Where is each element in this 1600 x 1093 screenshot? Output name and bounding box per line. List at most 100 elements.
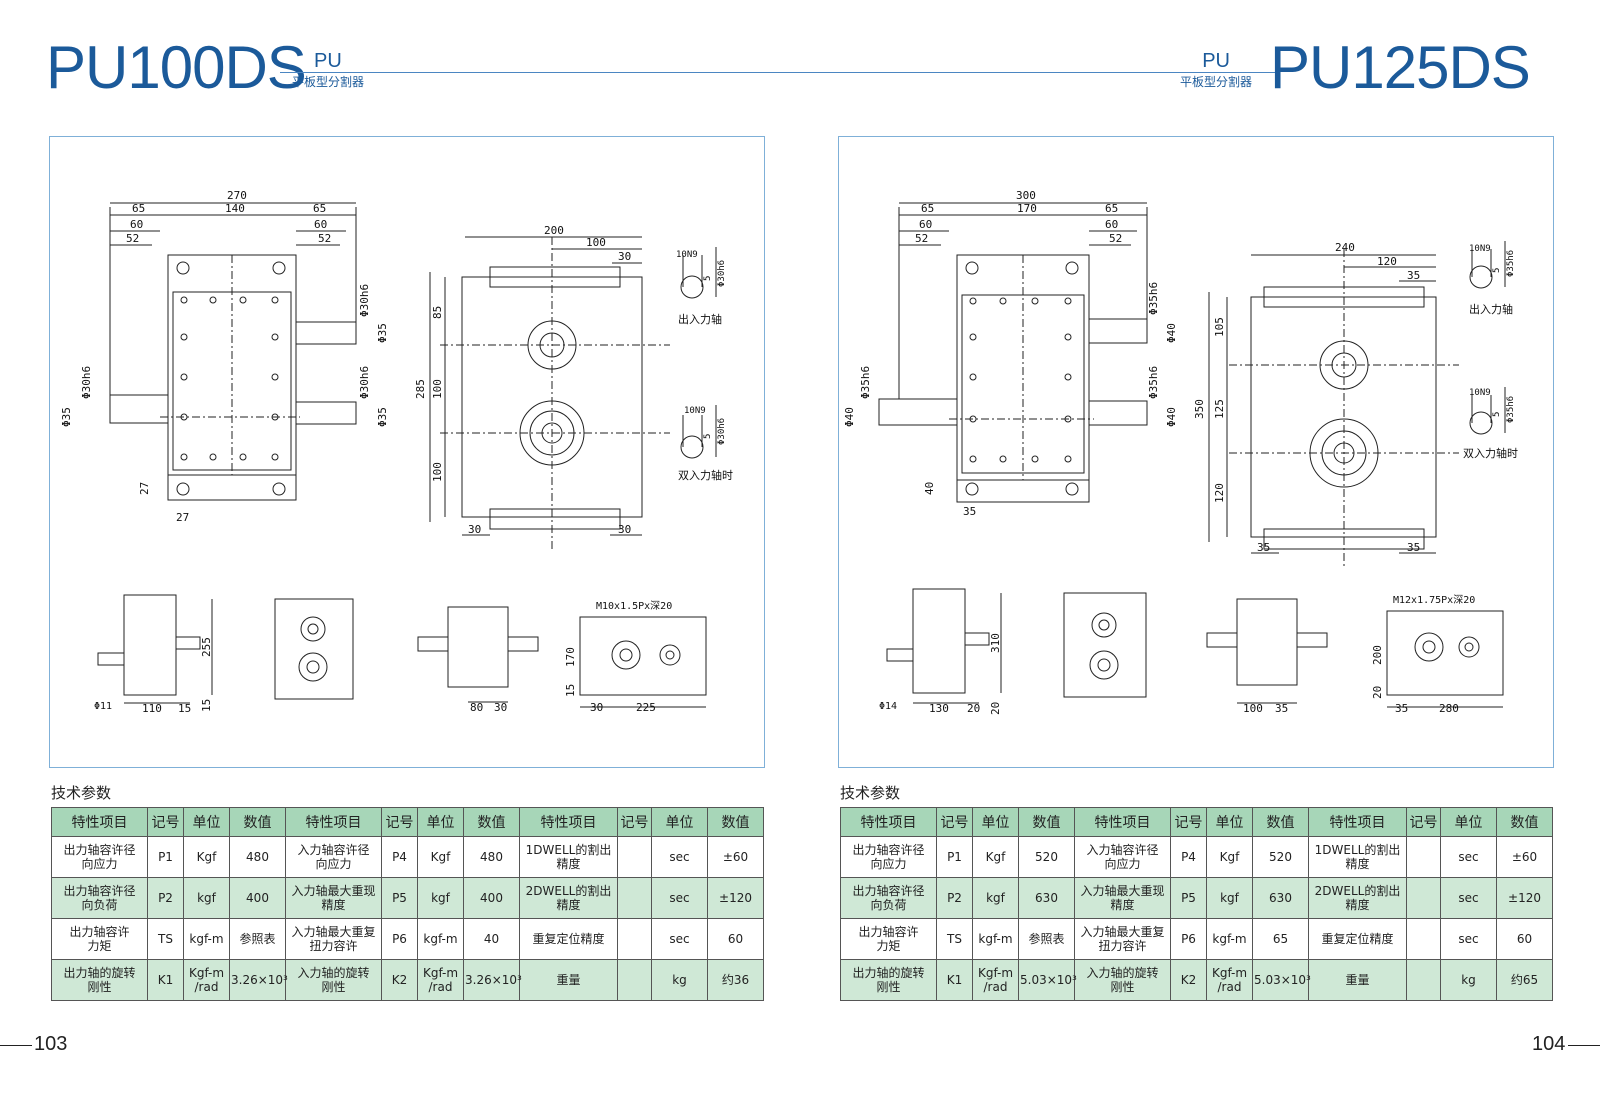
table-cell: 入力轴的旋转 刚性 bbox=[1074, 959, 1171, 1001]
table-cell bbox=[1406, 959, 1441, 1001]
table-cell: K1 bbox=[936, 959, 973, 1001]
table-header-cell: 特性项目 bbox=[840, 807, 937, 837]
table-header-cell: 记号 bbox=[1406, 807, 1441, 837]
table-cell: 60 bbox=[707, 918, 764, 960]
table-cell: P5 bbox=[1170, 877, 1207, 919]
table-header-cell: 记号 bbox=[617, 807, 652, 837]
table-cell: sec bbox=[1440, 836, 1497, 878]
table-cell: 40 bbox=[463, 918, 520, 960]
table-cell: Kgf-m /rad bbox=[183, 959, 230, 1001]
table-header-row: 特性项目记号单位数值特性项目记号单位数值特性项目记号单位数值 bbox=[840, 807, 1553, 837]
table-cell: TS bbox=[147, 918, 184, 960]
table-header-cell: 数值 bbox=[463, 807, 520, 837]
table-cell: kgf-m bbox=[417, 918, 464, 960]
table-cell: 入力轴的旋转 刚性 bbox=[285, 959, 382, 1001]
right-spec-table: 特性项目记号单位数值特性项目记号单位数值特性项目记号单位数值 出力轴容许径 向应… bbox=[840, 807, 1553, 1001]
table-cell: 入力轴最大重复 扭力容许 bbox=[285, 918, 382, 960]
table-header-cell: 特性项目 bbox=[1074, 807, 1171, 837]
table-cell: 400 bbox=[463, 877, 520, 919]
table-header-cell: 记号 bbox=[381, 807, 418, 837]
table-header-cell: 数值 bbox=[707, 807, 764, 837]
table-header-cell: 特性项目 bbox=[285, 807, 382, 837]
table-cell: 400 bbox=[229, 877, 286, 919]
table-cell: K1 bbox=[147, 959, 184, 1001]
table-cell: ±60 bbox=[1496, 836, 1553, 878]
table-cell: P2 bbox=[147, 877, 184, 919]
table-header-cell: 记号 bbox=[936, 807, 973, 837]
table-cell: P4 bbox=[381, 836, 418, 878]
table-header-cell: 单位 bbox=[651, 807, 708, 837]
left-page-number: 103 bbox=[34, 1033, 68, 1055]
table-cell: 520 bbox=[1018, 836, 1075, 878]
left-model-title: PU100DS bbox=[46, 34, 307, 101]
table-cell: 入力轴最大重复 扭力容许 bbox=[1074, 918, 1171, 960]
table-cell: kg bbox=[1440, 959, 1497, 1001]
table-cell: 入力轴最大重现 精度 bbox=[1074, 877, 1171, 919]
table-cell: sec bbox=[651, 877, 708, 919]
table-cell: 重复定位精度 bbox=[519, 918, 618, 960]
left-series-label: PU 平板型分割器 bbox=[292, 50, 364, 90]
table-header-cell: 特性项目 bbox=[51, 807, 148, 837]
table-cell: 参照表 bbox=[229, 918, 286, 960]
table-cell: P6 bbox=[1170, 918, 1207, 960]
table-cell: 1DWELL的割出 精度 bbox=[519, 836, 618, 878]
right-series-code: PU bbox=[1202, 50, 1231, 72]
table-cell: kgf bbox=[417, 877, 464, 919]
right-page-number: 104 bbox=[1532, 1033, 1566, 1055]
table-cell: 3.26×10³ bbox=[229, 959, 288, 1001]
table-cell: 630 bbox=[1252, 877, 1309, 919]
header-rule bbox=[280, 72, 1280, 73]
table-cell: kgf bbox=[183, 877, 230, 919]
table-cell: 出力轴容许径 向应力 bbox=[51, 836, 148, 878]
table-cell bbox=[1406, 836, 1441, 878]
table-cell: P1 bbox=[147, 836, 184, 878]
table-cell: kgf bbox=[1206, 877, 1253, 919]
table-cell: kgf-m bbox=[1206, 918, 1253, 960]
left-page-rule bbox=[0, 1045, 32, 1046]
table-cell: kgf-m bbox=[972, 918, 1019, 960]
table-cell bbox=[1406, 877, 1441, 919]
table-cell: sec bbox=[651, 836, 708, 878]
table-cell bbox=[617, 877, 652, 919]
table-cell: K2 bbox=[381, 959, 418, 1001]
bolt-holes bbox=[180, 296, 279, 461]
table-cell bbox=[617, 836, 652, 878]
table-cell: 出力轴的旋转 刚性 bbox=[51, 959, 148, 1001]
left-drawing-frame: 270 65 140 65 60 52 60 52 Φ30h6 Φ35 Φ30h… bbox=[49, 136, 765, 768]
table-cell: ±60 bbox=[707, 836, 764, 878]
table-cell: 重量 bbox=[1308, 959, 1407, 1001]
table-cell bbox=[617, 918, 652, 960]
table-cell: P4 bbox=[1170, 836, 1207, 878]
bottom-view-1 bbox=[123, 594, 177, 696]
table-cell: P6 bbox=[381, 918, 418, 960]
bottom-view-3 bbox=[447, 606, 509, 688]
table-cell: 出力轴容许 力矩 bbox=[840, 918, 937, 960]
left-spec-table: 特性项目记号单位数值特性项目记号单位数值特性项目记号单位数值 出力轴容许径 向应… bbox=[51, 807, 764, 1001]
table-cell: 2DWELL的割出 精度 bbox=[519, 877, 618, 919]
table-cell: Kgf bbox=[417, 836, 464, 878]
table-cell: 1DWELL的割出 精度 bbox=[1308, 836, 1407, 878]
table-cell: TS bbox=[936, 918, 973, 960]
table-cell: 入力轴容许径 向应力 bbox=[285, 836, 382, 878]
table-header-cell: 单位 bbox=[417, 807, 464, 837]
table-cell: Kgf bbox=[183, 836, 230, 878]
table-cell: kg bbox=[651, 959, 708, 1001]
table-cell: 出力轴的旋转 刚性 bbox=[840, 959, 937, 1001]
table-cell: Kgf-m /rad bbox=[417, 959, 464, 1001]
table-cell: Kgf bbox=[1206, 836, 1253, 878]
table-cell: P2 bbox=[936, 877, 973, 919]
table-header-cell: 数值 bbox=[1496, 807, 1553, 837]
table-cell: 出力轴容许 力矩 bbox=[51, 918, 148, 960]
table-cell: P5 bbox=[381, 877, 418, 919]
right-drawing-frame: 300 65 170 65 60 52 60 52 Φ35h6 Φ40 Φ35h… bbox=[838, 136, 1554, 768]
right-model-title: PU125DS bbox=[1270, 34, 1531, 101]
table-header-cell: 记号 bbox=[147, 807, 184, 837]
table-cell: Kgf bbox=[972, 836, 1019, 878]
